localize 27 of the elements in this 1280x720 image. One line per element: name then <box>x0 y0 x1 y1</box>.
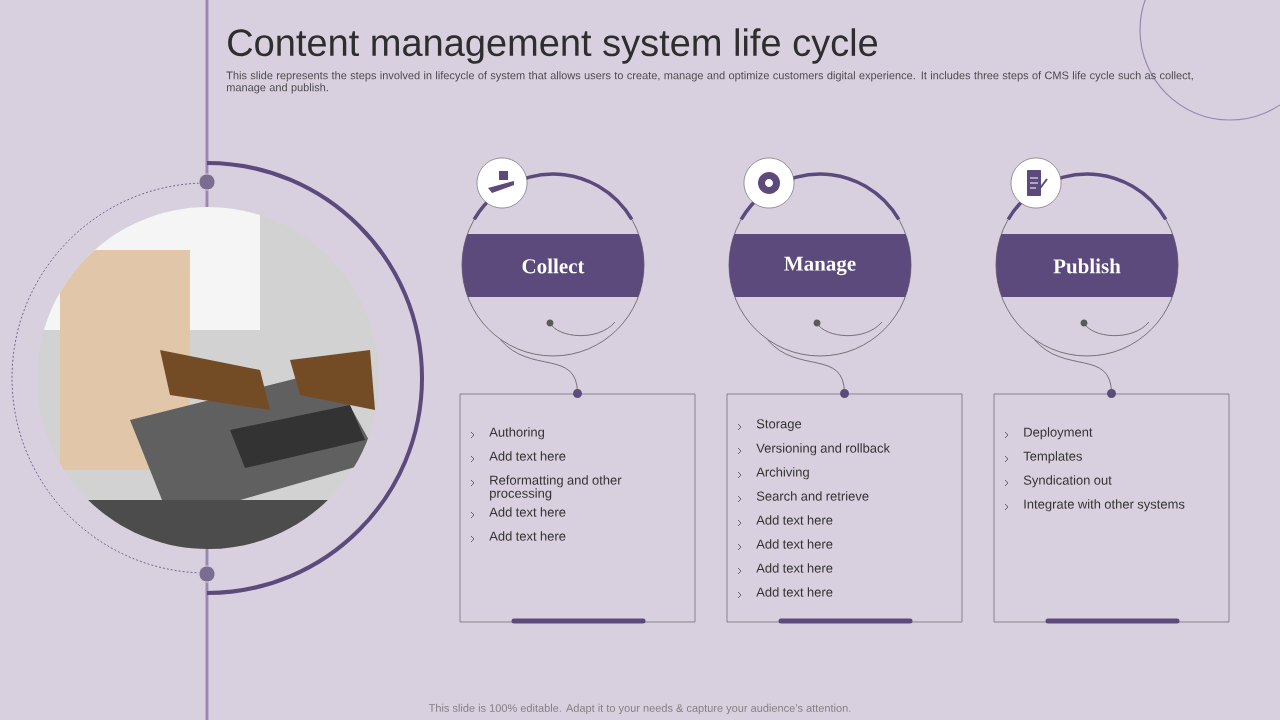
connector <box>1034 339 1112 394</box>
slide-title: Content management system life cycle <box>228 28 878 64</box>
list-item: Authoring <box>470 427 544 440</box>
list-item: Search and retrieve <box>737 491 869 503</box>
list-item: Add text here <box>737 563 833 575</box>
list-item: Add text here <box>737 515 833 527</box>
list-box <box>726 389 963 624</box>
list-item: Add text here <box>470 531 566 543</box>
list-item: Versioning and rollback <box>737 443 891 456</box>
list-item: Syndication out <box>1004 475 1112 488</box>
description: This slide represents the steps involved in lifecycle of system that allows users to create, manage and optimize customers digital experience. It includes three steps of CMS life cycle such as collect, manage and publish. <box>226 71 1193 94</box>
list-item: Add text here <box>737 587 833 599</box>
list-item: Storage <box>737 419 802 431</box>
connector <box>500 339 578 394</box>
list-item: Add text here <box>737 539 833 551</box>
list-item: Reformatting and other processing <box>470 475 622 501</box>
list-box <box>993 389 1230 624</box>
list-item: Templates <box>1004 451 1082 464</box>
connector <box>767 339 845 394</box>
list-item: Add text here <box>470 451 566 463</box>
list-item: Deployment <box>1004 427 1093 440</box>
list-item: Add text here <box>470 507 566 519</box>
list-item: Archiving <box>737 467 809 480</box>
list-box <box>459 389 696 624</box>
photo <box>37 207 379 549</box>
list-item: Integrate with other systems <box>1004 499 1185 512</box>
footer-note: This slide is 100% editable. Adapt it to your needs & capture your audience’s attention. <box>428 703 851 715</box>
